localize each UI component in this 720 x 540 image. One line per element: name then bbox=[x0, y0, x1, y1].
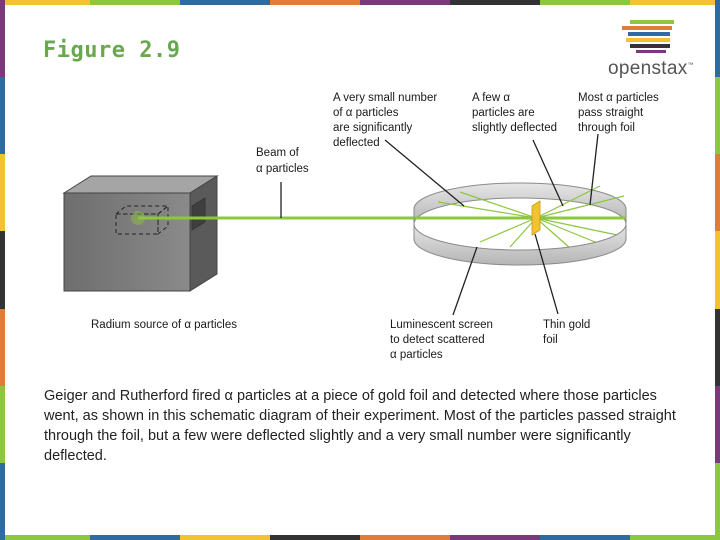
gold-foil-label-line: foil bbox=[543, 334, 558, 346]
radium-source-box bbox=[62, 175, 219, 292]
gold-foil bbox=[531, 200, 541, 236]
significantly-deflected-line: A very small number bbox=[333, 92, 437, 104]
screen-label-line: Luminescent screen bbox=[390, 319, 493, 331]
slightly-deflected-line: particles are bbox=[472, 107, 535, 119]
luminescent-screen-front bbox=[413, 209, 627, 266]
diagram-canvas: Beam of α particles A very small number … bbox=[62, 92, 662, 361]
label-leader-lines bbox=[280, 133, 599, 316]
significantly-deflected-line: are significantly bbox=[333, 122, 413, 134]
pass-straight-line: Most α particles bbox=[578, 92, 659, 104]
logo-wordmark: openstax™ bbox=[608, 58, 694, 79]
gold-foil-label: Thin gold foil bbox=[543, 319, 594, 346]
beam-label-line: α particles bbox=[256, 163, 309, 175]
left-border-stripe bbox=[0, 0, 5, 540]
rutherford-experiment-diagram: Beam of α particles A very small number … bbox=[40, 84, 680, 367]
slightly-deflected-line: A few α bbox=[472, 92, 510, 104]
figure-caption: Geiger and Rutherford fired α particles … bbox=[44, 388, 676, 464]
screen-label-line: α particles bbox=[390, 349, 443, 361]
slightly-deflected-line: slightly deflected bbox=[472, 122, 557, 134]
top-border-stripe bbox=[0, 0, 720, 5]
significantly-deflected-line: of α particles bbox=[333, 107, 399, 119]
significantly-deflected-line: deflected bbox=[333, 137, 380, 149]
pass-straight-label: Most α particles pass straight through f… bbox=[578, 92, 662, 134]
luminescent-screen-label: Luminescent screen to detect scattered α… bbox=[390, 319, 496, 361]
right-border-stripe bbox=[715, 0, 720, 540]
screen-label-line: to detect scattered bbox=[390, 334, 485, 346]
beam-label: Beam of α particles bbox=[256, 147, 309, 175]
bottom-border-stripe bbox=[0, 535, 720, 540]
gold-foil-label-line: Thin gold bbox=[543, 319, 590, 331]
scattered-particle-paths bbox=[437, 185, 625, 249]
significantly-deflected-label: A very small number of α particles are s… bbox=[333, 92, 440, 149]
beam-label-line: Beam of bbox=[256, 147, 300, 159]
pass-straight-line: through foil bbox=[578, 122, 635, 134]
openstax-logo: openstax™ bbox=[608, 18, 698, 80]
slightly-deflected-label: A few α particles are slightly deflected bbox=[472, 92, 557, 134]
radium-source-line: Radium source of α particles bbox=[91, 319, 237, 331]
pass-straight-line: pass straight bbox=[578, 107, 644, 119]
radium-source-label: Radium source of α particles bbox=[91, 319, 237, 331]
logo-stripes-icon bbox=[622, 20, 674, 53]
slide-title: Figure 2.9 bbox=[43, 38, 181, 63]
